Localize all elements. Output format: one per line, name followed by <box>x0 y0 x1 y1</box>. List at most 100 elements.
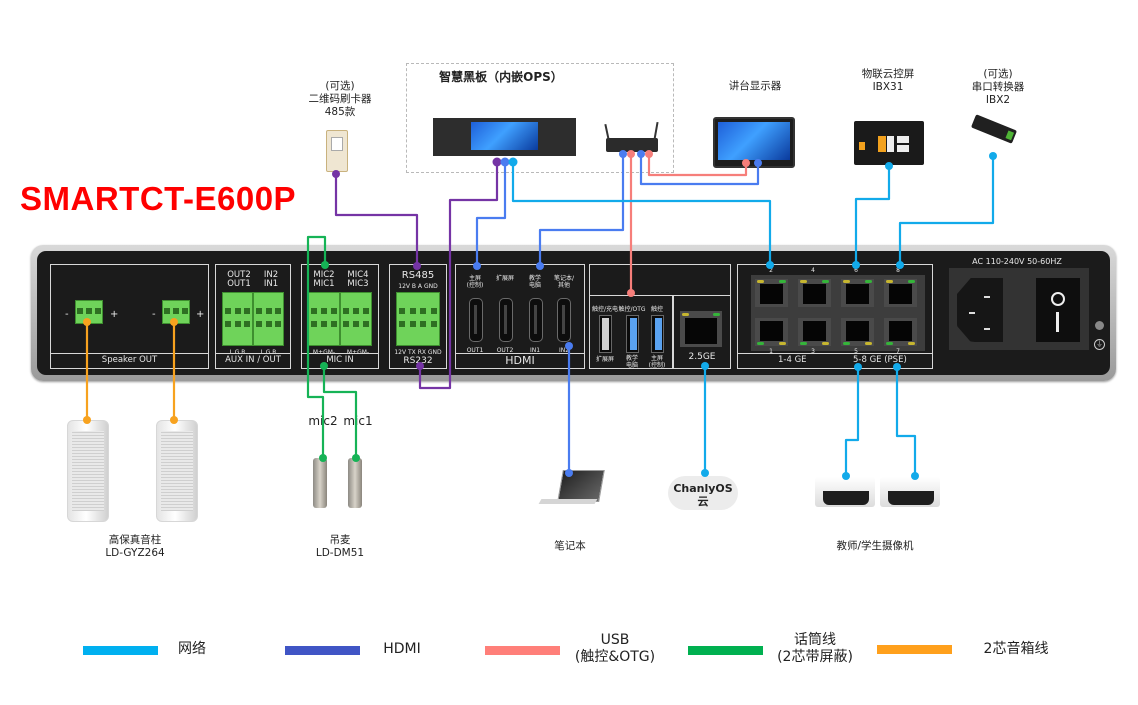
usb-divider <box>672 295 674 368</box>
wire-ops-hdmi-in1 <box>538 154 625 266</box>
ops-router-device <box>604 121 659 152</box>
wire-mic1 <box>322 366 358 458</box>
switch-port-6[interactable] <box>841 279 874 307</box>
power-module <box>949 268 1089 350</box>
podium-display-device <box>713 117 795 168</box>
lan-2-5ge-port[interactable] <box>680 311 722 347</box>
legend-network-label: 网络 <box>178 641 206 657</box>
switch-port-8-number: 8 <box>896 267 900 274</box>
switch-port-4-number: 4 <box>811 267 815 274</box>
legend-hdmi-label: HDMI <box>383 641 421 657</box>
terminal-pin <box>331 321 337 328</box>
hdmi-panel: 主屏 (控制) 扩展屏 教学 电脑 笔记本/ 其他 OUT1 OUT2 IN1 … <box>455 264 585 369</box>
hdmi-in2-port[interactable] <box>557 298 571 342</box>
aux-out-terminal[interactable] <box>222 292 253 346</box>
terminal-pin <box>321 321 327 328</box>
terminal-pin <box>331 308 337 315</box>
switch-port-8[interactable] <box>884 279 917 307</box>
hdmi-in1-port[interactable] <box>529 298 543 342</box>
power-switch[interactable] <box>1036 278 1080 342</box>
switch-port-7[interactable] <box>884 318 917 346</box>
terminal-pin <box>409 321 416 328</box>
smartct-e600p-chassis: - + - + Speaker OUT OUT2 OUT1 IN2 IN1 L … <box>31 245 1116 381</box>
terminal-pin <box>343 321 349 328</box>
legend-usb-label: USB (触控&OTG) <box>574 632 656 665</box>
hdmi-out1-port[interactable] <box>469 298 483 342</box>
power-switch-on-icon <box>1056 312 1059 332</box>
hdmi-in2-bottom-label: IN2 <box>558 347 570 354</box>
terminal-pin <box>234 321 241 328</box>
iot-panel-label: 物联云控屏 IBX31 <box>861 68 915 93</box>
terminal-pin <box>255 321 262 328</box>
wire-mic2 <box>306 235 327 458</box>
smart-board-title: 智慧黑板（内嵌OPS） <box>439 70 563 84</box>
hdmi-out2-bottom-label: OUT2 <box>496 347 514 354</box>
terminal-pin <box>244 308 251 315</box>
wire-camera-teacher <box>844 367 860 476</box>
iot-panel-device <box>854 121 924 165</box>
terminal-pin <box>430 321 437 328</box>
speaker1-plus-label: + <box>110 309 119 320</box>
terminal-pin <box>255 308 262 315</box>
mic12-terminal[interactable] <box>308 292 340 346</box>
switch-port-5[interactable] <box>841 318 874 346</box>
terminal-pin <box>363 308 369 315</box>
serial-converter-label: (可选) 串口转换器 IBX2 <box>971 68 1025 106</box>
terminal-pin <box>275 308 282 315</box>
terminal-pin <box>86 307 92 314</box>
rs232-label: RS232 <box>403 356 433 366</box>
wire-camera-student <box>895 367 917 476</box>
usb2-port[interactable] <box>626 315 639 353</box>
terminal-pin <box>224 308 231 315</box>
switch-footer-1-4: 1-4 GE <box>778 355 807 365</box>
switch-port-1-number: 1 <box>769 348 773 355</box>
mic-in-footer: MIC IN <box>302 353 378 368</box>
switch-port-3[interactable] <box>798 318 831 346</box>
switch-port-4[interactable] <box>798 279 831 307</box>
usb2-top-label: 触控/OTG <box>618 306 646 313</box>
legend-hdmi-swatch <box>285 646 360 655</box>
switch-port-1[interactable] <box>755 318 788 346</box>
terminal-pin <box>265 308 272 315</box>
legend-network-swatch <box>83 646 158 655</box>
mic-in-panel: MIC2 MIC1 MIC4 MIC3 M+GM- M+GM- MIC IN <box>301 264 379 369</box>
terminal-pin <box>94 307 101 314</box>
hdmi-footer: HDMI <box>456 353 584 368</box>
hdmi-out1-bottom-label: OUT1 <box>466 347 484 354</box>
hdmi-out2-port[interactable] <box>499 298 513 342</box>
terminal-pin <box>409 308 416 315</box>
usb1-port[interactable] <box>599 315 612 353</box>
aux-panel: OUT2 OUT1 IN2 IN1 L G R L G R AUX IN / O… <box>215 264 291 369</box>
hanging-mic-2 <box>313 458 327 508</box>
wire-board-network <box>511 162 772 265</box>
power-switch-off-icon <box>1051 292 1065 306</box>
aux-out-pins: L G R <box>229 349 246 356</box>
power-inlet[interactable] <box>957 278 1003 342</box>
camera-student <box>880 477 940 507</box>
serial-terminal[interactable] <box>396 292 440 346</box>
terminal-pin <box>343 308 349 315</box>
speaker1-minus-label: - <box>65 309 69 320</box>
laptop-label: 笔记本 <box>554 540 586 552</box>
terminal-pin <box>321 308 327 315</box>
switch-port-2[interactable] <box>755 279 788 307</box>
aux-in-terminal[interactable] <box>253 292 284 346</box>
usb3-port[interactable] <box>651 315 664 353</box>
terminal-pin <box>311 308 317 315</box>
mic34-terminal[interactable] <box>340 292 372 346</box>
switch-port-6-number: 6 <box>854 267 858 274</box>
switch-port-7-number: 7 <box>896 348 900 355</box>
camera-teacher <box>815 477 875 507</box>
hdmi-in1-top-label: 教学 电脑 <box>528 275 541 289</box>
terminal-pin <box>311 321 317 328</box>
smart-board-group <box>406 63 674 173</box>
aux-footer: AUX IN / OUT <box>216 353 290 368</box>
mic12-pins: M+GM- <box>312 349 336 356</box>
terminal-pin <box>353 308 359 315</box>
switch-footer: 1-4 GE 5-8 GE (PSE) <box>738 353 932 368</box>
legend-speaker-label: 2芯音箱线 <box>983 641 1049 657</box>
speaker-out-footer: Speaker OUT <box>51 353 208 368</box>
mic34-pins: M+GM- <box>346 349 370 356</box>
cloud-device <box>668 476 738 510</box>
